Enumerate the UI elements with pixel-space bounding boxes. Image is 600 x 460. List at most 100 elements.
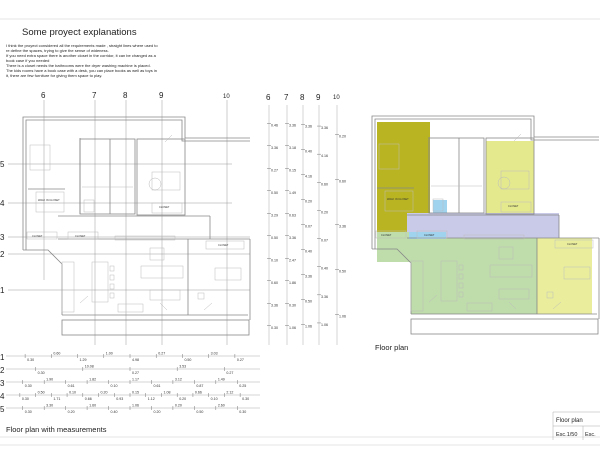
dimension-value: 2.47 xyxy=(289,258,296,262)
dimension-value: 0.20 xyxy=(321,210,328,214)
dimension-value: 0.66 xyxy=(195,391,202,395)
dimension-value: 0.20 xyxy=(179,397,186,401)
closet-blue-fill xyxy=(433,200,447,213)
dimension-value: 1.29 xyxy=(80,358,87,362)
title-block-name: Floor plan xyxy=(556,418,583,424)
dimension-value: 0.07 xyxy=(321,239,328,243)
grid-label-3: 3 xyxy=(0,233,5,242)
room-label: CLOSET xyxy=(424,233,435,237)
dimension-value: 0.46 xyxy=(271,123,278,127)
dim-row-label: 1 xyxy=(0,353,5,362)
dimension-value: 3.36 xyxy=(289,123,296,127)
grid-label-8: 8 xyxy=(300,93,305,102)
dimension-value: 0.30 xyxy=(25,410,32,414)
dimension-value: 0.10 xyxy=(211,397,218,401)
dimension-value: 1.71 xyxy=(53,397,60,401)
dim-row-label: 4 xyxy=(0,392,5,401)
vertical-dimensions: 0.463.360.270.503.290.500.100.603.360.30… xyxy=(267,105,346,345)
dimension-value: 0.25 xyxy=(239,384,246,388)
dimension-value: 2.60 xyxy=(218,404,225,408)
dim-row-label: 3 xyxy=(0,379,5,388)
room-label: WALK IN CLOSET xyxy=(38,198,60,202)
dimension-value: 1.06 xyxy=(321,323,328,327)
explanation-line: I think the proyect considered all the r… xyxy=(6,43,158,48)
dimension-value: 0.40 xyxy=(305,150,312,154)
explanation-line: There is a closet needs the bathrooms we… xyxy=(6,63,151,68)
grid-label-8: 8 xyxy=(123,91,128,100)
explanation-line: The kids rooms have a book case with a d… xyxy=(6,68,157,73)
dimension-value: 3.36 xyxy=(289,236,296,240)
kids-room-2-fill xyxy=(537,238,592,314)
dimension-value: 0.50 xyxy=(271,191,278,195)
dimension-value: 0.61 xyxy=(68,384,75,388)
dimension-value: 4.16 xyxy=(321,154,328,158)
dimension-value: 3.30 xyxy=(46,404,53,408)
dimension-value: 1.60 xyxy=(89,404,96,408)
dimension-value: 1.06 xyxy=(289,326,296,330)
grid-label-9: 9 xyxy=(159,91,164,100)
dimension-value: 0.27 xyxy=(226,371,233,375)
dimension-value: 0.20 xyxy=(175,404,182,408)
dimension-value: 0.61 xyxy=(153,384,160,388)
dimension-value: 0.87 xyxy=(196,384,203,388)
dimension-value: 1.06 xyxy=(305,325,312,329)
dimension-value: 0.30 xyxy=(27,358,34,362)
dim-row-label: 2 xyxy=(0,366,5,375)
room-label: CLOSET xyxy=(218,243,229,247)
room-label: CLOSET xyxy=(32,234,43,238)
room-label: CLOSET xyxy=(75,234,86,238)
grid-label-9: 9 xyxy=(316,93,321,102)
dimension-value: 0.15 xyxy=(289,168,296,172)
room-label: CLOSET xyxy=(159,205,170,209)
dimension-value: 3.36 xyxy=(339,225,346,229)
grid-label-2: 2 xyxy=(0,250,5,259)
dimension-value: 1.12 xyxy=(148,397,155,401)
grid-label-1: 1 xyxy=(0,286,5,295)
floor-plan-measured xyxy=(22,116,251,336)
dimension-value: 3.36 xyxy=(305,125,312,129)
dimension-value: 0.07 xyxy=(305,225,312,229)
dimension-value: 3.53 xyxy=(179,365,186,369)
dimension-value: 0.50 xyxy=(339,270,346,274)
grid-labels: 6 7 8 9 10 5 4 3 2 1 xyxy=(0,91,230,295)
dimension-value: 0.66 xyxy=(85,397,92,401)
dimension-value: 4.98 xyxy=(132,358,139,362)
dimension-value: 4.16 xyxy=(305,175,312,179)
grid-label-5: 5 xyxy=(0,160,5,169)
room-labels-left: WALK IN CLOSET CLOSET CLOSET CLOSET CLOS… xyxy=(32,198,229,247)
dimension-value: 3.36 xyxy=(305,275,312,279)
dimension-value: 0.40 xyxy=(321,267,328,271)
dimension-value: 3.36 xyxy=(321,295,328,299)
dimension-value: 1.00 xyxy=(106,352,113,356)
dimension-value: 0.30 xyxy=(242,397,249,401)
dimension-value: 1.06 xyxy=(339,315,346,319)
dimension-value: 0.27 xyxy=(271,168,278,172)
dimension-value: 1.86 xyxy=(289,281,296,285)
dimension-value: 0.10 xyxy=(111,384,118,388)
dimension-value: 0.63 xyxy=(289,213,296,217)
title-block-scale-2: Esc. xyxy=(585,432,596,438)
title-block-scale: Esc.1/50 xyxy=(556,432,577,438)
dimension-value: 1.08 xyxy=(163,391,170,395)
vertical-dimension-labels: 6 7 8 9 10 xyxy=(266,93,340,102)
room-label: CLOSET xyxy=(567,242,578,246)
dimension-value: 0.20 xyxy=(305,200,312,204)
page-title: Some proyect explanations xyxy=(22,27,137,38)
dimension-value: 3.18 xyxy=(289,146,296,150)
dimension-value: 10.08 xyxy=(85,365,94,369)
explanation-text: I think the proyect considered all the r… xyxy=(6,43,158,78)
explanation-line: re define the spaces, trying to give the… xyxy=(6,48,109,53)
dimension-value: 0.50 xyxy=(305,300,312,304)
dimension-value: 0.20 xyxy=(68,410,75,414)
dimension-value: 0.27 xyxy=(237,358,244,362)
floor-plan-colored: WALK IN CLOSET CLOSET CLOSET CLOSET CLOS… xyxy=(371,115,600,335)
grid-label-10: 10 xyxy=(223,94,230,100)
dimension-value: 0.60 xyxy=(321,182,328,186)
grid-label-10: 10 xyxy=(333,95,340,101)
dimension-value: 0.93 xyxy=(116,397,123,401)
dimension-value: 3.36 xyxy=(271,146,278,150)
room-label: CLOSET xyxy=(381,233,392,237)
grid-label-7: 7 xyxy=(92,91,97,100)
dimension-value: 3.36 xyxy=(321,126,328,130)
